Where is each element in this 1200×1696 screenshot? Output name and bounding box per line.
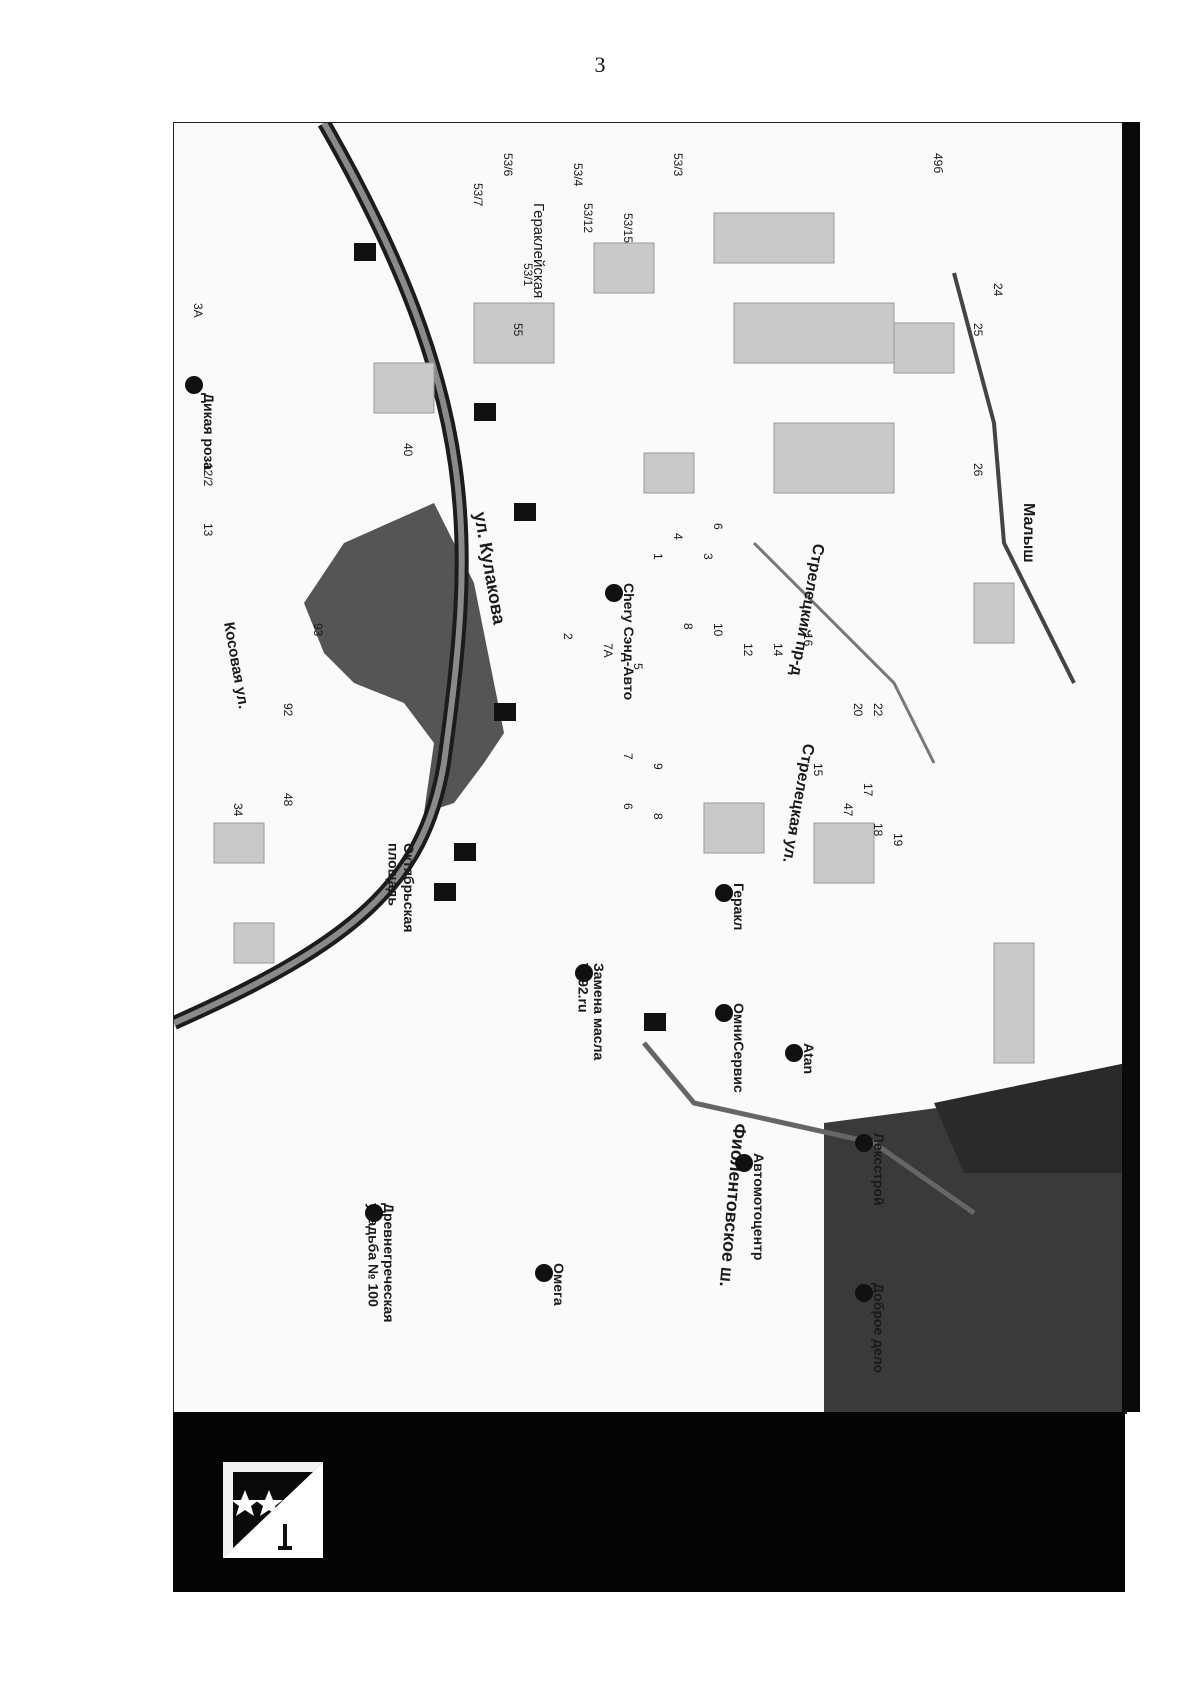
svg-text:26: 26 — [971, 463, 985, 477]
svg-text:3А: 3А — [191, 303, 205, 318]
dark-district-2 — [934, 1063, 1126, 1173]
svg-text:40: 40 — [401, 443, 415, 457]
parking-icon — [535, 1264, 553, 1282]
poi-omega[interactable]: Омега — [551, 1263, 567, 1306]
svg-text:53/3: 53/3 — [671, 153, 685, 177]
svg-text:19: 19 — [891, 833, 905, 847]
svg-text:16: 16 — [801, 633, 815, 647]
car-icon — [735, 1154, 753, 1172]
fuel-icon — [785, 1044, 803, 1062]
fiolent-road — [642, 1041, 976, 1216]
svg-text:2: 2 — [561, 633, 575, 640]
shop-icon — [855, 1284, 873, 1302]
right-edge-strip — [1122, 122, 1140, 1412]
svg-text:34: 34 — [231, 803, 245, 817]
svg-text:49б: 49б — [931, 153, 945, 173]
poi-avtomotocentr[interactable]: Автомотоцентр — [751, 1153, 767, 1260]
poi-oktyabrskaya[interactable]: Октябрьскаяплощадь — [386, 843, 417, 932]
car-icon — [605, 584, 623, 602]
map-frame[interactable]: ул. Кулакова Фиолентовское ш. Стрелецкая… — [173, 122, 1127, 1414]
svg-text:14: 14 — [771, 643, 785, 657]
poi-icons[interactable] — [185, 376, 873, 1302]
svg-text:8: 8 — [651, 813, 665, 820]
svg-text:53/1: 53/1 — [521, 263, 535, 287]
svg-text:12: 12 — [741, 643, 755, 657]
svg-text:93: 93 — [311, 623, 325, 637]
svg-text:53/7: 53/7 — [471, 183, 485, 207]
svg-text:53/6: 53/6 — [501, 153, 515, 177]
sevastopol-emblem — [223, 1462, 323, 1558]
strelets-road — [752, 541, 936, 764]
svg-text:48: 48 — [281, 793, 295, 807]
svg-text:53/15: 53/15 — [621, 213, 635, 243]
svg-text:1: 1 — [651, 553, 665, 560]
svg-text:4: 4 — [671, 533, 685, 540]
svg-text:22: 22 — [871, 703, 885, 717]
malyi-road — [952, 272, 1076, 684]
poi-chery[interactable]: Chery Сэнд-Авто — [621, 583, 637, 700]
svg-text:10: 10 — [711, 623, 725, 637]
emblem-stars — [231, 1490, 283, 1516]
svg-text:7А: 7А — [601, 643, 615, 658]
street-malyi: Малыш — [1020, 503, 1037, 563]
page-number: 3 — [594, 52, 606, 77]
shop-icon — [855, 1134, 873, 1152]
svg-text:17: 17 — [861, 783, 875, 797]
svg-text:15: 15 — [811, 763, 825, 777]
poi-leksstroy[interactable]: Лексстрой — [871, 1133, 887, 1206]
svg-text:18: 18 — [871, 823, 885, 837]
svg-text:55: 55 — [511, 323, 525, 337]
map-canvas[interactable]: ул. Кулакова Фиолентовское ш. Стрелецкая… — [174, 123, 1126, 1413]
svg-text:6: 6 — [711, 523, 725, 530]
svg-text:7: 7 — [621, 753, 635, 760]
emblem-monument — [278, 1524, 292, 1550]
svg-text:6: 6 — [621, 803, 635, 810]
svg-text:9: 9 — [651, 763, 665, 770]
svg-text:47: 47 — [841, 803, 855, 817]
poi-dikaya-roza[interactable]: Дикая роза — [201, 393, 217, 470]
buildings — [213, 212, 1035, 1064]
house-numbers: 53/7 53/6 53/4 53/12 53/15 53/3 53/1 55 … — [191, 153, 1005, 847]
svg-text:25: 25 — [971, 323, 985, 337]
poi-usadba[interactable]: Древнегреческаяусадьба № 100 — [366, 1203, 397, 1322]
landmark-icon — [365, 1204, 383, 1222]
bottom-panel — [173, 1412, 1125, 1592]
svg-text:5: 5 — [631, 663, 645, 670]
poi-gerakl[interactable]: Геракл — [731, 883, 747, 930]
street-gerakleis: Гераклейская — [530, 203, 547, 298]
svg-text:13: 13 — [201, 523, 215, 537]
svg-text:12/2: 12/2 — [201, 463, 215, 487]
svg-text:8: 8 — [681, 623, 695, 630]
car-icon — [575, 964, 593, 982]
svg-text:3: 3 — [701, 553, 715, 560]
svg-text:20: 20 — [851, 703, 865, 717]
poi-omniservice[interactable]: ОмниСервис — [731, 1003, 747, 1093]
svg-text:92: 92 — [281, 703, 295, 717]
poi-atan[interactable]: Atan — [801, 1043, 817, 1074]
poi-dobroe-delo[interactable]: Доброе дело — [871, 1283, 887, 1373]
car-icon — [715, 1004, 733, 1022]
shop-icon — [715, 884, 733, 902]
svg-text:24: 24 — [991, 283, 1005, 297]
road-inner — [174, 123, 465, 1026]
svg-text:53/12: 53/12 — [581, 203, 595, 233]
svg-text:53/4: 53/4 — [571, 163, 585, 187]
flower-icon — [185, 376, 203, 394]
markers[interactable] — [354, 243, 666, 1031]
